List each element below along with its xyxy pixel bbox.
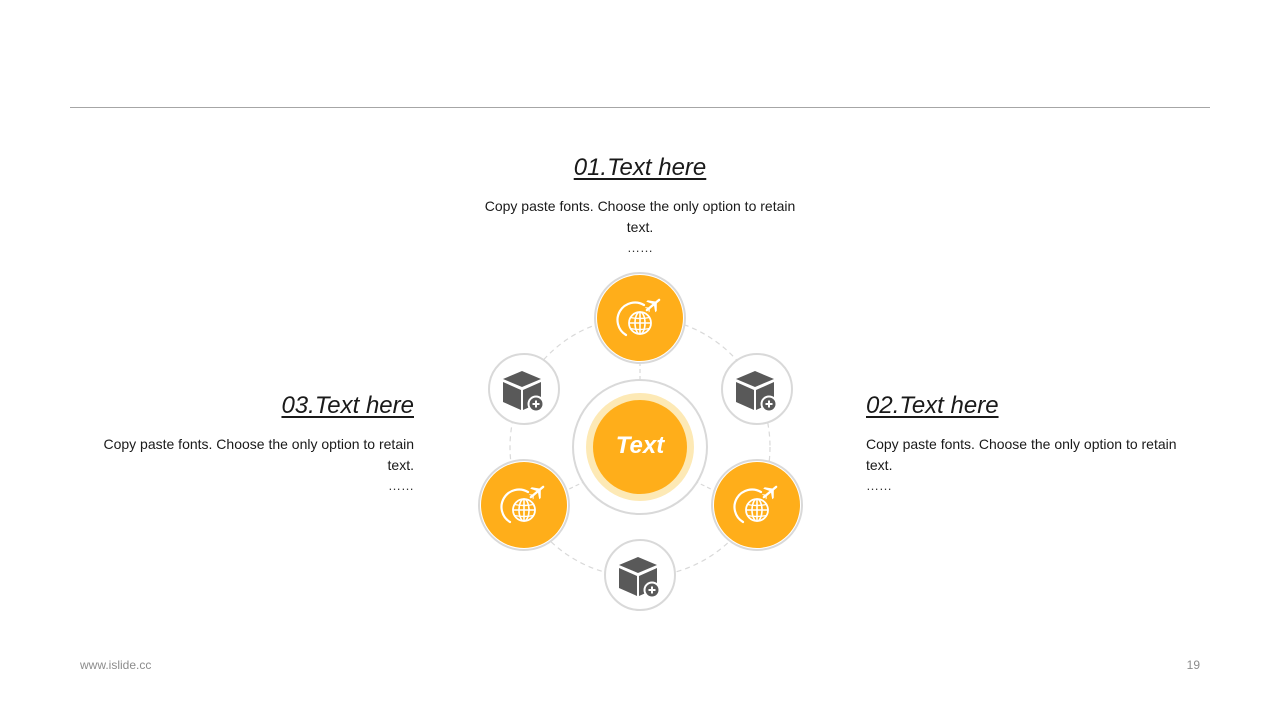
- section-3-ellipsis: ……: [388, 478, 414, 493]
- node-left-orange: [478, 459, 570, 551]
- section-1-body: Copy paste fonts. Choose the only option…: [484, 198, 796, 235]
- section-2-heading: 02.Text here: [866, 392, 999, 419]
- center-label: Text: [615, 432, 665, 459]
- section-2-ellipsis: ……: [866, 478, 892, 493]
- section-2-body: Copy paste fonts. Choose the only option…: [866, 436, 1177, 473]
- footer-url: www.islide.cc: [80, 658, 152, 672]
- section-1-heading: 01.Text here: [573, 154, 707, 181]
- section-1-ellipsis: ……: [627, 240, 653, 255]
- section-3-heading: 03.Text here: [281, 392, 414, 419]
- section-3-body: Copy paste fonts. Choose the only option…: [103, 436, 414, 473]
- page-number: 19: [1186, 658, 1200, 672]
- node-top-left-box: [488, 353, 560, 425]
- top-divider: [70, 107, 1210, 108]
- node-right-orange: [711, 459, 803, 551]
- node-bottom-box: [604, 539, 676, 611]
- node-top-right-box: [721, 353, 793, 425]
- node-top-orange: [594, 272, 686, 364]
